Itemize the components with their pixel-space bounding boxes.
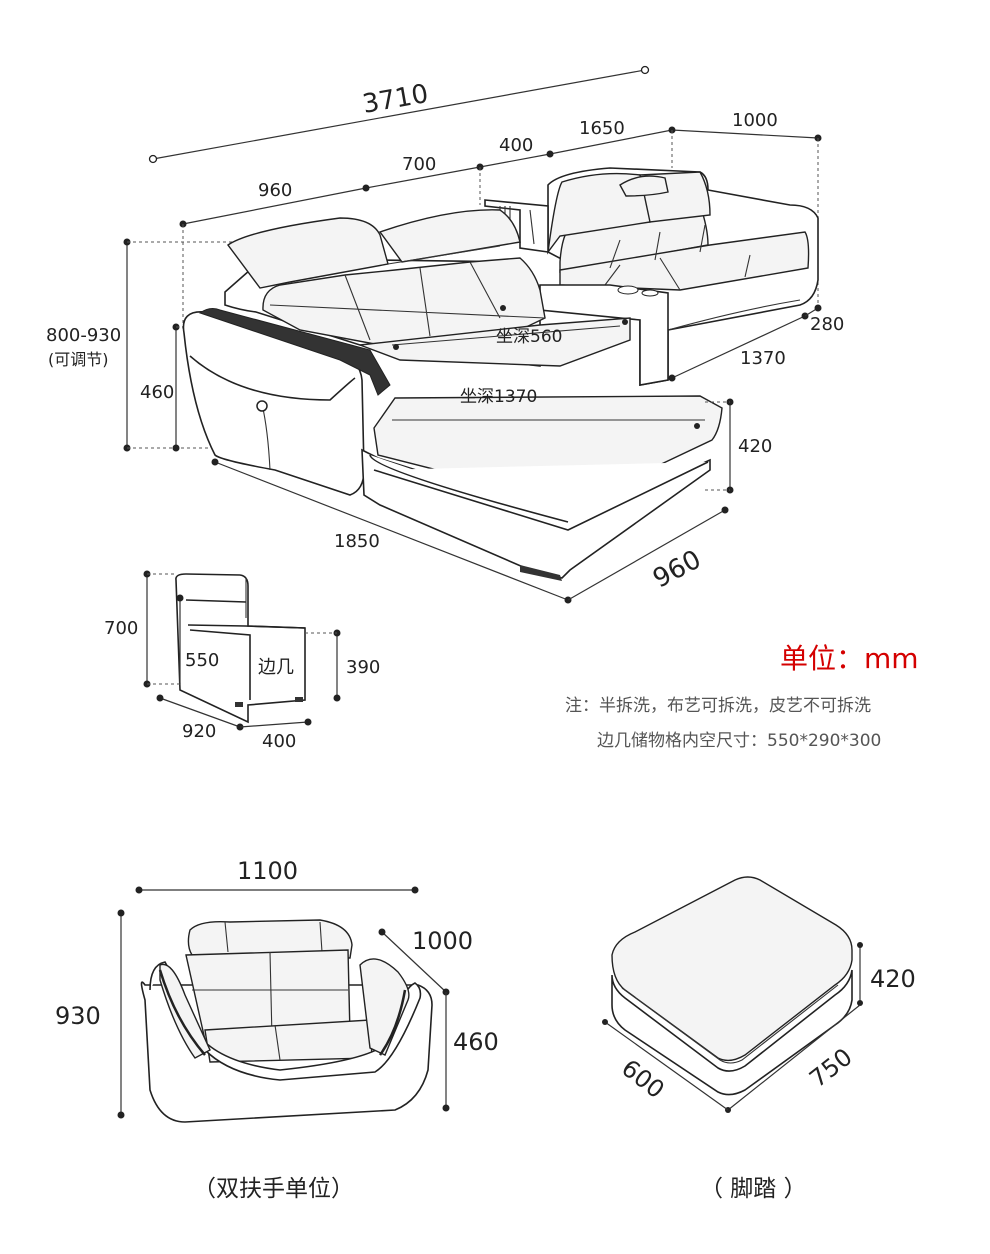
seat-depth-1370-label: 坐深1370 [460,387,537,407]
side-table-height-label: 700 [104,618,138,639]
seat-depth-560-label: 坐深560 [496,327,562,347]
ottoman-caption: （ 脚踏 ） [700,1176,807,1202]
seat-height-label: 460 [140,382,174,403]
armchair-seat-height-label: 460 [453,1028,499,1056]
side-table-width-label: 400 [262,731,296,752]
ottoman-width-label: 600 [616,1054,669,1104]
seg-960-label: 960 [258,180,292,201]
overall-dim-line [152,69,646,160]
armchair-depth-label: 1000 [412,927,473,955]
side-table-depth-label: 920 [182,721,216,742]
note-line-1: 注：半拆洗，布艺可拆洗，皮艺不可拆洗 [565,696,871,716]
side-table-inner-height-label: 550 [185,650,219,671]
seg-1650-label: 1650 [579,118,625,139]
dim-endpoint [148,154,158,164]
overall-length-label: 3710 [360,79,430,120]
note-line-2: 边几储物格内空尺寸：550*290*300 [597,731,881,751]
seg-1000-label: 1000 [732,110,778,131]
ottoman-height-label: 420 [870,965,916,993]
seg-700-label: 700 [402,154,436,175]
ottoman-drawing: 420 750 600 [602,876,916,1113]
side-table-top-height-label: 390 [346,657,380,678]
dim-endpoint [640,65,650,75]
chaise-length-label: 1850 [334,531,380,552]
armchair-caption: （双扶手单位） [193,1176,354,1202]
chaise-width-label: 960 [648,545,706,595]
depth-280-label: 280 [810,314,844,335]
depth-1370-label: 1370 [740,348,786,369]
seg-400-label: 400 [499,135,533,156]
ottoman-length-label: 750 [804,1043,857,1093]
height-adjustable-note: (可调节) [48,350,109,369]
segment-dim-line [182,129,819,225]
armchair-drawing: 1100 930 1000 460 [55,857,499,1123]
chaise-height-label: 420 [738,436,772,457]
side-table-drawing: 700 550 390 边几 920 400 [104,570,380,752]
unit-label: 单位：mm [780,642,919,675]
armchair-height-label: 930 [55,1002,101,1030]
side-table-label: 边几 [258,657,294,678]
height-range-label: 800-930 [46,325,121,346]
main-sofa-drawing: 3710 960 700 400 1650 1000 800-930 (可调节)… [46,65,844,604]
armchair-width-label: 1100 [237,857,298,885]
